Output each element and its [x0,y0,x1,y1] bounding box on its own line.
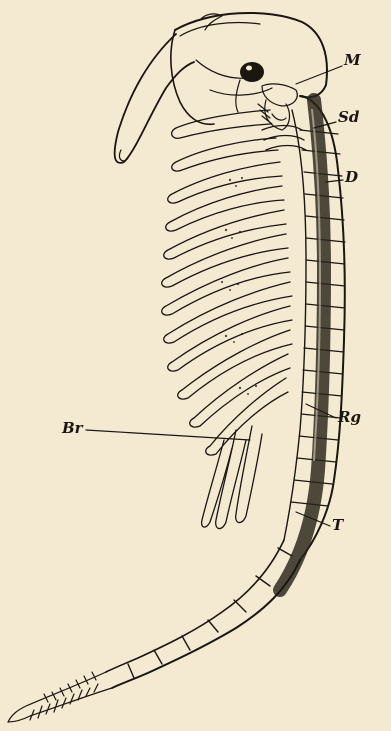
body-ventral-line [284,110,306,540]
tail-upper-outline [112,560,300,688]
leg-appendages [162,110,292,455]
gill-branches [202,426,262,529]
label-sd: Sd [338,110,359,125]
antenna [115,34,194,163]
tail-lower-outline [106,540,284,672]
label-d: D [345,170,358,185]
label-rg: Rg [338,410,361,425]
label-m: M [344,53,361,68]
label-leader-lines [86,66,343,526]
eye-icon [236,62,264,112]
label-t: T [332,518,343,533]
tail-furca [8,672,112,722]
label-br: Br [62,421,83,436]
